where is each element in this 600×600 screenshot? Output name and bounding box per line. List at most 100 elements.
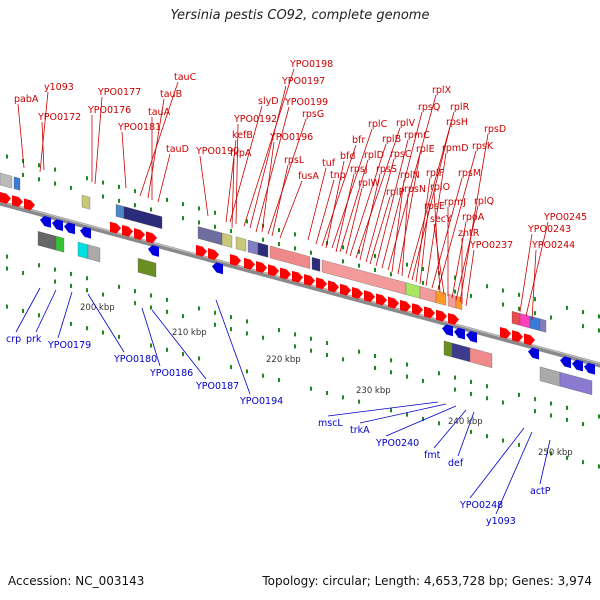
tick-mark: [166, 309, 168, 314]
forward-gene-label: YPO0243: [527, 224, 571, 235]
tick-mark: [310, 348, 312, 353]
forward-gene-block: [13, 176, 21, 191]
tick-mark: [38, 263, 40, 268]
tick-mark: [502, 302, 504, 307]
tick-mark: [470, 391, 472, 396]
forward-gene-block: [269, 245, 311, 269]
tick-mark: [582, 422, 584, 427]
forward-gene-arrow: [292, 270, 303, 283]
forward-gene-leader: [381, 111, 423, 269]
forward-gene-label: YPO0199: [284, 97, 328, 108]
reverse-gene-block: [87, 244, 101, 263]
forward-gene-arrow: [244, 257, 255, 270]
tick-mark: [22, 308, 24, 313]
reverse-gene-arrow: [442, 324, 453, 337]
tick-mark: [438, 371, 440, 376]
tick-mark: [406, 412, 408, 417]
tick-mark: [246, 369, 248, 374]
tick-mark: [518, 306, 520, 311]
tick-mark: [470, 429, 472, 434]
tick-mark: [358, 399, 360, 404]
reverse-gene-block: [451, 342, 471, 363]
reverse-gene-leader: [141, 307, 161, 367]
kbp-label: 200 kbp: [80, 303, 115, 313]
tick-mark: [518, 292, 520, 297]
tick-mark: [438, 421, 440, 426]
reverse-gene-arrow: [52, 219, 63, 232]
tick-mark: [150, 305, 152, 310]
tick-mark: [374, 365, 376, 370]
forward-gene-leader: [419, 210, 429, 285]
reverse-gene-arrow: [64, 222, 75, 235]
tick-mark: [54, 167, 56, 172]
forward-gene-label: bfr: [352, 135, 365, 146]
tick-mark: [534, 297, 536, 302]
tick-mark: [326, 391, 328, 396]
reverse-gene-label: YPO0240: [375, 438, 419, 449]
tick-mark: [342, 357, 344, 362]
forward-gene-arrow: [110, 221, 121, 234]
tick-mark: [38, 177, 40, 182]
tick-mark: [454, 375, 456, 380]
tick-mark: [518, 392, 520, 397]
tick-mark: [502, 400, 504, 405]
tick-mark: [294, 332, 296, 337]
forward-gene-leader: [147, 98, 165, 199]
tick-mark: [582, 324, 584, 329]
forward-gene-leader: [375, 139, 409, 267]
forward-gene-label: rplE: [416, 144, 435, 155]
tick-mark: [278, 242, 280, 247]
tick-mark: [566, 405, 568, 410]
forward-gene-label: rpsH: [446, 117, 468, 128]
tick-mark: [470, 379, 472, 384]
forward-gene-leader: [225, 139, 237, 223]
tick-mark: [262, 373, 264, 378]
reverse-gene-label: y1093: [486, 516, 516, 527]
forward-gene-label: rplC: [368, 119, 388, 130]
forward-gene-block: [519, 313, 531, 329]
forward-gene-label: YPO0172: [37, 112, 81, 123]
tick-mark: [166, 197, 168, 202]
forward-gene-leader: [249, 85, 287, 229]
forward-gene-label: rplX: [432, 85, 452, 96]
forward-gene-label: rpsE: [424, 201, 445, 212]
tick-mark: [102, 330, 104, 335]
forward-gene-label: YPO0177: [97, 87, 141, 98]
reverse-gene-leader: [359, 403, 447, 424]
tick-mark: [54, 181, 56, 186]
reverse-gene-block: [443, 340, 453, 358]
tick-mark: [214, 310, 216, 315]
tick-mark: [454, 275, 456, 280]
tick-mark: [22, 270, 24, 275]
forward-gene-label: zntR: [458, 228, 480, 239]
forward-gene-arrow: [376, 293, 387, 306]
forward-gene-label: tauB: [160, 89, 182, 100]
tick-mark: [598, 464, 600, 469]
forward-gene-label: rpsC: [390, 149, 412, 160]
reverse-gene-block: [55, 235, 65, 253]
tick-mark: [134, 189, 136, 194]
tick-mark: [454, 289, 456, 294]
forward-gene-label: rpsD: [484, 124, 506, 135]
forward-gene-arrow: [304, 274, 315, 286]
forward-gene-leader: [94, 96, 103, 185]
reverse-gene-arrow: [528, 347, 539, 360]
reverse-gene-leader: [385, 405, 457, 437]
tick-mark: [278, 378, 280, 383]
tick-mark: [582, 460, 584, 465]
forward-gene-arrow: [524, 333, 535, 346]
forward-gene-label: rplF: [426, 168, 444, 179]
tick-mark: [534, 397, 536, 402]
forward-gene-leader: [41, 121, 45, 171]
tick-mark: [134, 203, 136, 208]
forward-gene-label: YPO0244: [531, 240, 575, 251]
tick-mark: [150, 293, 152, 298]
tick-mark: [118, 198, 120, 203]
forward-gene-arrow: [352, 287, 363, 299]
forward-gene-label: fusA: [298, 171, 319, 182]
tick-mark: [358, 249, 360, 254]
tick-mark: [246, 319, 248, 324]
reverse-gene-label: crp: [6, 334, 21, 345]
forward-gene-label: rpsG: [302, 109, 324, 120]
reverse-gene-label: YPO0179: [47, 340, 91, 351]
